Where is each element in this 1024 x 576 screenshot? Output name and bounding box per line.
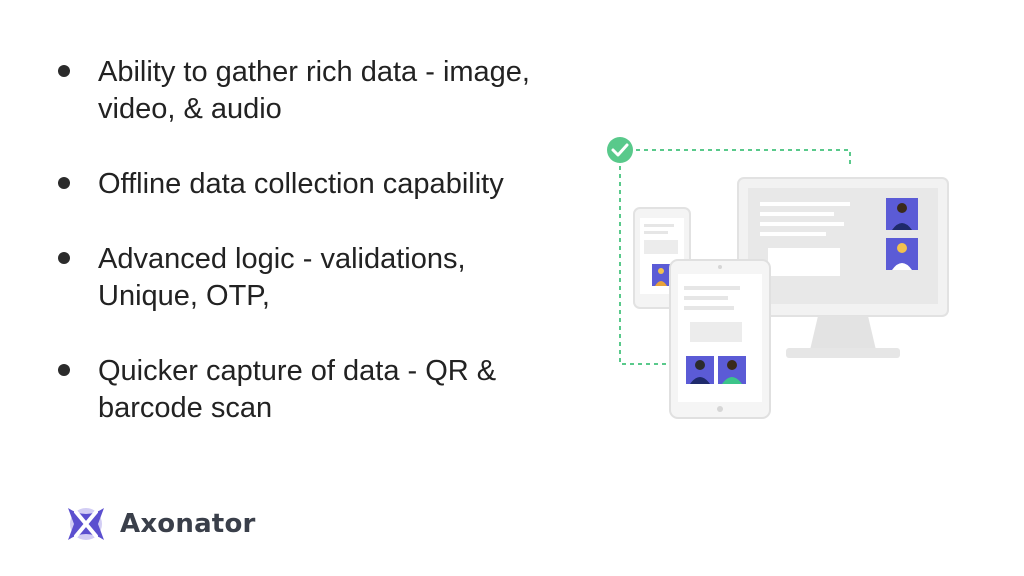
devices-illustration — [607, 137, 949, 419]
person-icon — [718, 356, 746, 384]
bullet-item: Offline data collection capability — [56, 166, 536, 203]
bullet-item: Ability to gather rich data - image, vid… — [56, 54, 536, 128]
bullet-list: Ability to gather rich data - image, vid… — [56, 54, 536, 465]
bullet-text: Offline data collection capability — [98, 168, 504, 200]
bullet-item: Advanced logic - validations, Unique, OT… — [56, 241, 536, 315]
dashed-connector — [620, 149, 851, 168]
bullet-dot-icon — [58, 65, 70, 77]
brand-logo: Axonator — [62, 502, 256, 546]
check-circle-icon — [607, 137, 633, 163]
bullet-dot-icon — [58, 177, 70, 189]
bullet-dot-icon — [58, 364, 70, 376]
bullet-dot-icon — [58, 252, 70, 264]
person-icon — [686, 356, 714, 384]
person-icon — [886, 198, 918, 230]
person-icon — [652, 264, 670, 286]
tablet-device — [669, 259, 771, 419]
bullet-text: Ability to gather rich data - image, vid… — [98, 56, 530, 125]
brand-name: Axonator — [120, 509, 256, 539]
dashed-connector-left — [619, 166, 670, 365]
axonator-x-logo-icon — [68, 508, 104, 540]
person-icon — [886, 238, 918, 270]
bullet-text: Quicker capture of data - QR & barcode s… — [98, 355, 497, 424]
monitor-device — [737, 177, 949, 358]
bullet-item: Quicker capture of data - QR & barcode s… — [56, 353, 536, 427]
bullet-text: Advanced logic - validations, Unique, OT… — [98, 243, 466, 312]
